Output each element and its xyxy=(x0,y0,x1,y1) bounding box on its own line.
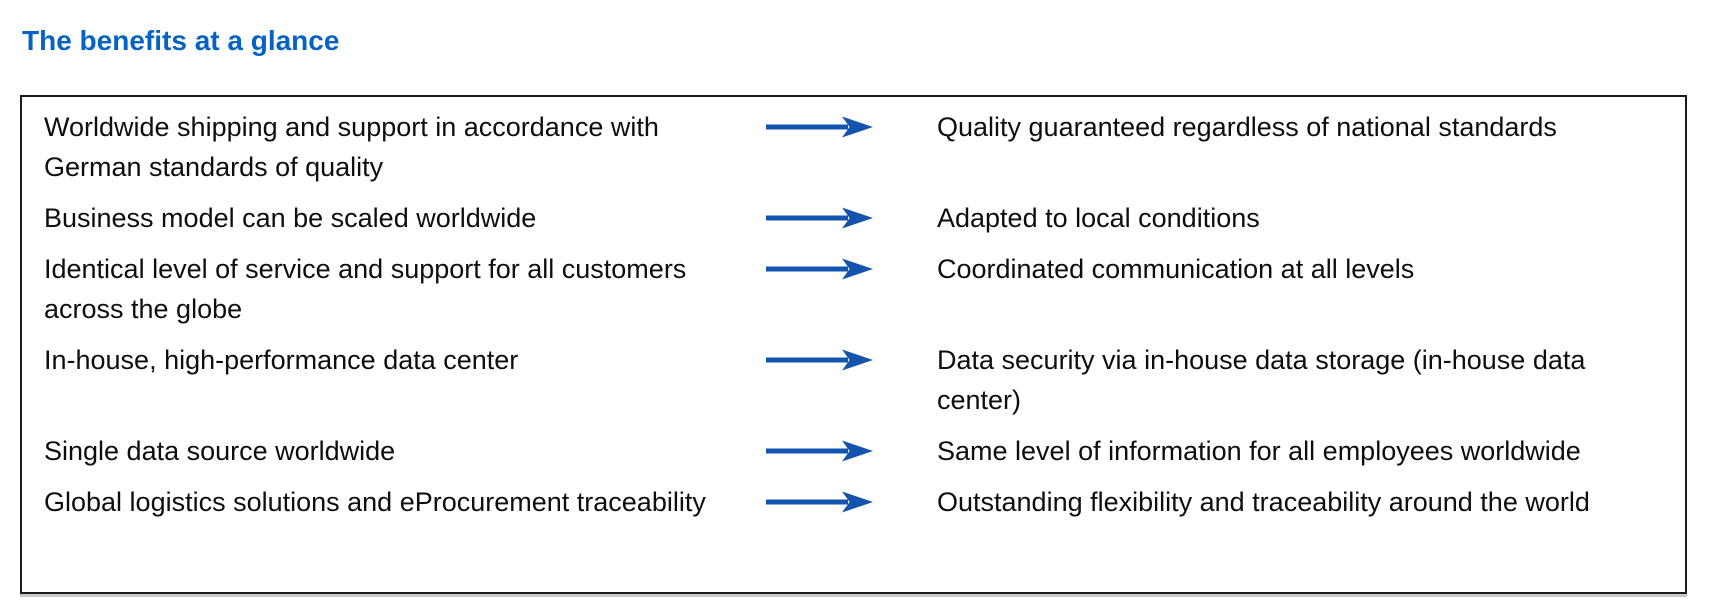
benefit-result-text: Data security via in-house data storage … xyxy=(937,345,1586,415)
benefits-table: Worldwide shipping and support in accord… xyxy=(20,95,1687,594)
right-arrow-icon xyxy=(766,258,873,280)
benefit-row: Single data source worldwide Same level … xyxy=(44,431,1667,471)
right-arrow-icon xyxy=(766,116,873,138)
benefit-source-text: Business model can be scaled worldwide xyxy=(44,203,537,233)
benefit-source-text: Identical level of service and support f… xyxy=(44,254,687,324)
arrow-cell xyxy=(724,340,937,372)
benefit-row: In-house, high-performance data center D… xyxy=(44,340,1667,420)
right-arrow-icon xyxy=(766,491,873,513)
benefit-row: Global logistics solutions and eProcurem… xyxy=(44,482,1667,522)
benefit-source-text: Single data source worldwide xyxy=(44,436,396,466)
arrow-cell xyxy=(724,431,937,463)
benefit-source-text: Worldwide shipping and support in accord… xyxy=(44,112,659,182)
right-arrow-icon xyxy=(766,349,873,371)
benefit-row: Identical level of service and support f… xyxy=(44,249,1667,329)
right-arrow-icon xyxy=(766,440,873,462)
benefit-source-text: Global logistics solutions and eProcurem… xyxy=(44,487,706,517)
arrow-cell xyxy=(724,107,937,139)
page-title: The benefits at a glance xyxy=(22,25,340,56)
benefit-result-text: Outstanding flexibility and traceability… xyxy=(937,487,1590,517)
benefit-source-text: In-house, high-performance data center xyxy=(44,345,519,375)
benefit-result-text: Adapted to local conditions xyxy=(937,203,1260,233)
arrow-cell xyxy=(724,482,937,514)
benefit-row: Business model can be scaled worldwide A… xyxy=(44,198,1667,238)
right-arrow-icon xyxy=(766,207,873,229)
benefit-result-text: Quality guaranteed regardless of nationa… xyxy=(937,112,1557,142)
arrow-cell xyxy=(724,198,937,230)
benefit-row: Worldwide shipping and support in accord… xyxy=(44,107,1667,187)
benefit-result-text: Same level of information for all employ… xyxy=(937,436,1581,466)
arrow-cell xyxy=(724,249,937,281)
benefit-result-text: Coordinated communication at all levels xyxy=(937,254,1415,284)
